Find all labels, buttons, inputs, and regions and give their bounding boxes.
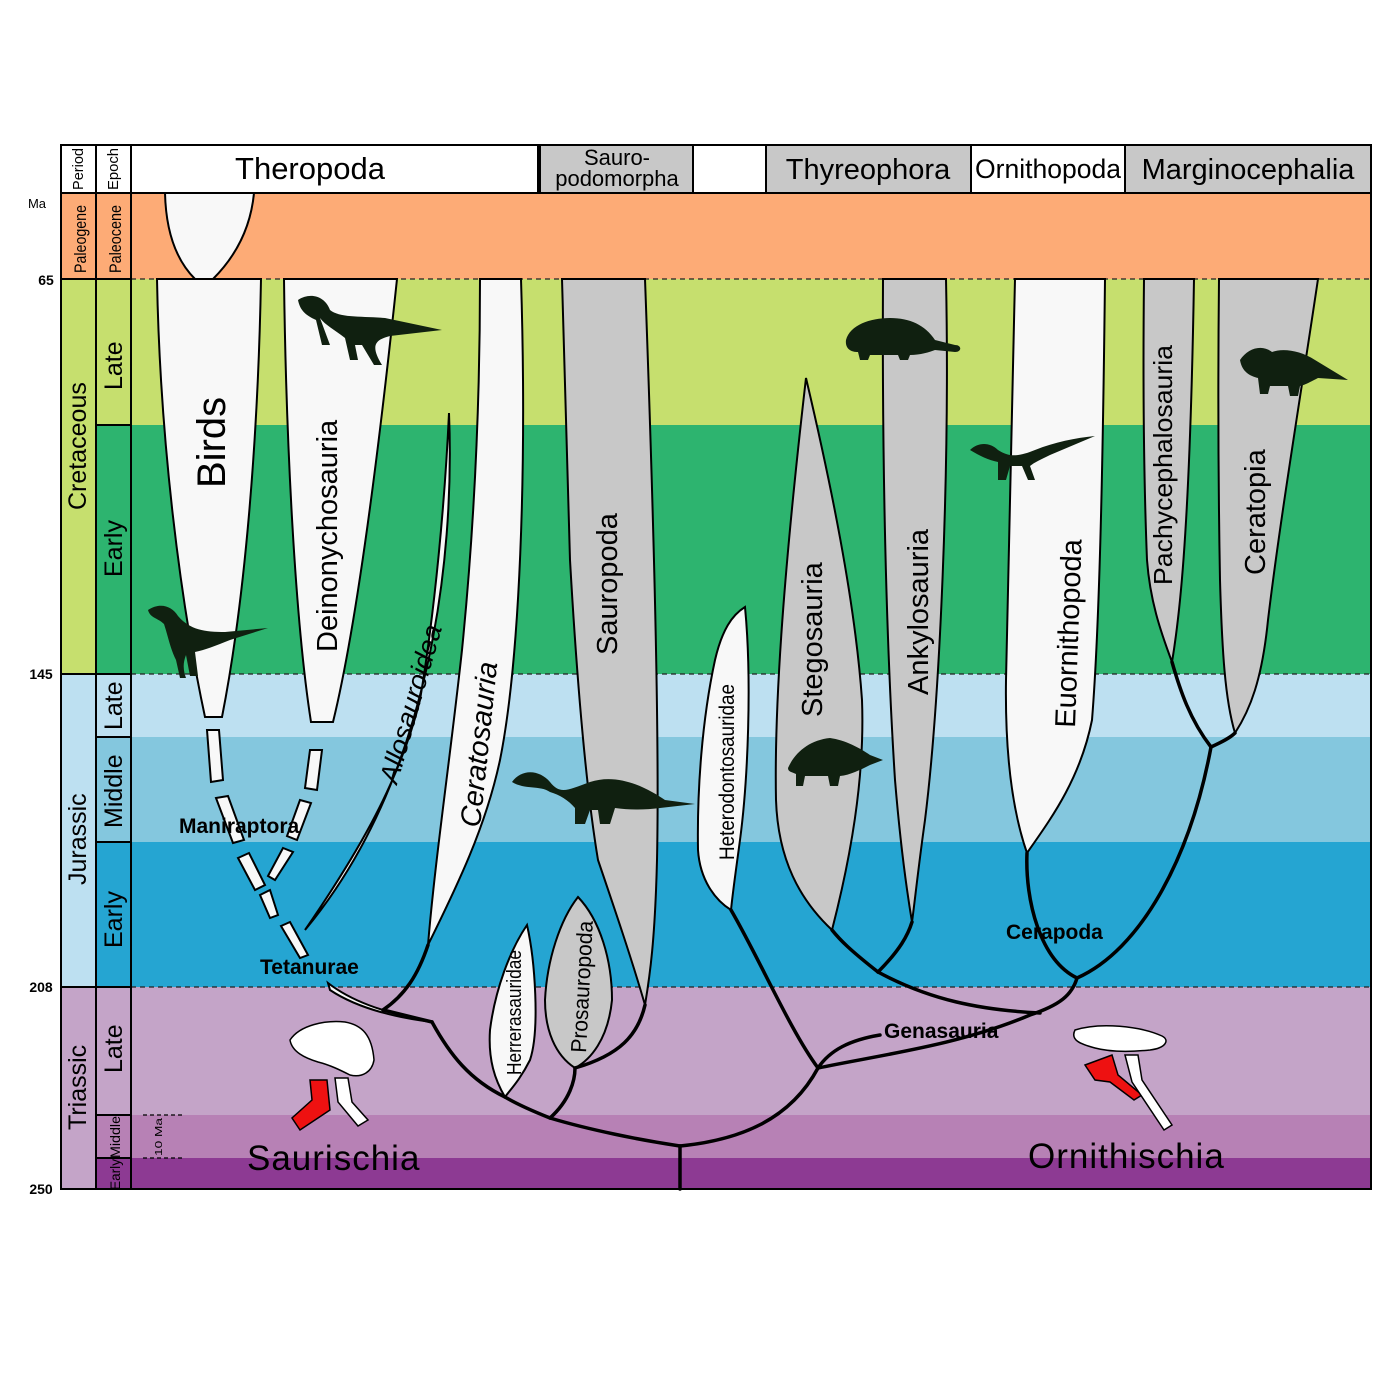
header-theropoda	[130, 144, 539, 194]
band-paleocene	[131, 193, 1371, 279]
epoch-late-jurassic: Late	[100, 681, 128, 730]
ma-header: Ma	[28, 196, 47, 211]
silhouette-ceratopsian	[1240, 347, 1348, 396]
header-theropoda-label: Theropoda	[235, 151, 386, 186]
silhouette-ankylosaur	[845, 318, 961, 360]
silhouette-small-theropod	[148, 605, 268, 678]
period-cretaceous: Cretaceous	[64, 382, 92, 510]
label-genasauria: Genasauria	[884, 1020, 999, 1043]
header-sauropodomorpha	[539, 144, 694, 194]
header-sauropodomorpha-label-1: Sauro-	[584, 145, 650, 170]
taxon-labels: Birds Deinonychosauria Allosauroidea Cer…	[190, 344, 1272, 1075]
age-208: 208	[29, 979, 53, 995]
spindle-sauropoda	[560, 278, 659, 1006]
label-maniraptora: Maniraptora	[179, 815, 300, 838]
band-middle-jurassic	[131, 737, 1371, 842]
header-ornithopoda-label: Ornithopoda	[975, 154, 1122, 184]
epoch-early-triassic: Early	[107, 1159, 123, 1190]
label-birds: Birds	[190, 397, 234, 488]
spindle-allosauroidea	[304, 412, 451, 931]
label-euornithopoda: Euornithopoda	[1050, 538, 1089, 729]
clade-headers	[130, 144, 1372, 194]
header-thyreophora-label: Thyreophora	[786, 154, 951, 186]
epoch-early-jurassic: Early	[100, 891, 128, 948]
epoch-late-triassic: Late	[100, 1024, 128, 1073]
age-250: 250	[29, 1181, 53, 1197]
header-blank	[692, 144, 767, 194]
header-marginocephalia-label: Marginocephalia	[1142, 154, 1356, 186]
epoch-late-cretaceous: Late	[100, 341, 128, 390]
label-herrerasauridae: Herrerasauridae	[504, 950, 526, 1075]
label-cerapoda: Cerapoda	[1006, 921, 1103, 944]
maniraptora-segments	[205, 729, 433, 1023]
epoch-header: Epoch	[105, 148, 122, 190]
label-deinonychosauria: Deinonychosauria	[312, 419, 344, 652]
label-stegosauria: Stegosauria	[797, 561, 829, 717]
ornithischian-pelvis	[1073, 1025, 1174, 1132]
period-header: Period	[70, 148, 87, 190]
period-paleogene: Paleogene	[71, 205, 90, 273]
period-jurassic: Jurassic	[64, 793, 92, 885]
silhouette-dromaeosaur	[298, 295, 442, 365]
period-triassic: Triassic	[64, 1045, 92, 1130]
epoch-middle-jurassic: Middle	[100, 754, 128, 828]
scale-bar-label: 10 Ma	[154, 1117, 165, 1156]
age-65: 65	[38, 272, 54, 288]
label-sauropoda: Sauropoda	[592, 512, 624, 655]
label-ceratopia: Ceratopia	[1240, 448, 1272, 575]
epoch-paleocene: Paleocene	[106, 205, 125, 273]
spindle-heterodontosauridae	[696, 605, 750, 912]
header-ornithopoda	[970, 144, 1126, 194]
label-heterodontosauridae: Heterodontosauridae	[716, 684, 739, 860]
epoch-middle-triassic: Middle	[107, 1116, 123, 1158]
label-pachycephalosauria: Pachycephalosauria	[1148, 344, 1178, 585]
phylogeny-branches	[381, 660, 1237, 1191]
node-labels: Maniraptora Tetanurae Cerapoda Genasauri…	[179, 815, 1225, 1178]
silhouettes	[148, 295, 1348, 824]
band-early-triassic	[131, 1158, 1371, 1189]
label-saurischia: Saurischia	[247, 1139, 420, 1178]
header-sauropodomorpha-label-2: podomorpha	[555, 166, 679, 191]
label-tetanurae: Tetanurae	[260, 956, 359, 979]
label-ankylosauria: Ankylosauria	[903, 528, 935, 695]
silhouette-sauropod	[512, 772, 695, 824]
silhouette-stegosaur	[788, 738, 883, 786]
label-ornithischia: Ornithischia	[1028, 1137, 1225, 1176]
header-marginocephalia	[1124, 144, 1372, 194]
age-145: 145	[29, 666, 53, 682]
band-early-jurassic	[131, 842, 1371, 987]
silhouette-ornithopod	[970, 436, 1095, 480]
saurischian-pelvis	[289, 1020, 375, 1132]
spindle-deinonychosauria	[282, 278, 399, 723]
epoch-early-cretaceous: Early	[100, 520, 128, 577]
